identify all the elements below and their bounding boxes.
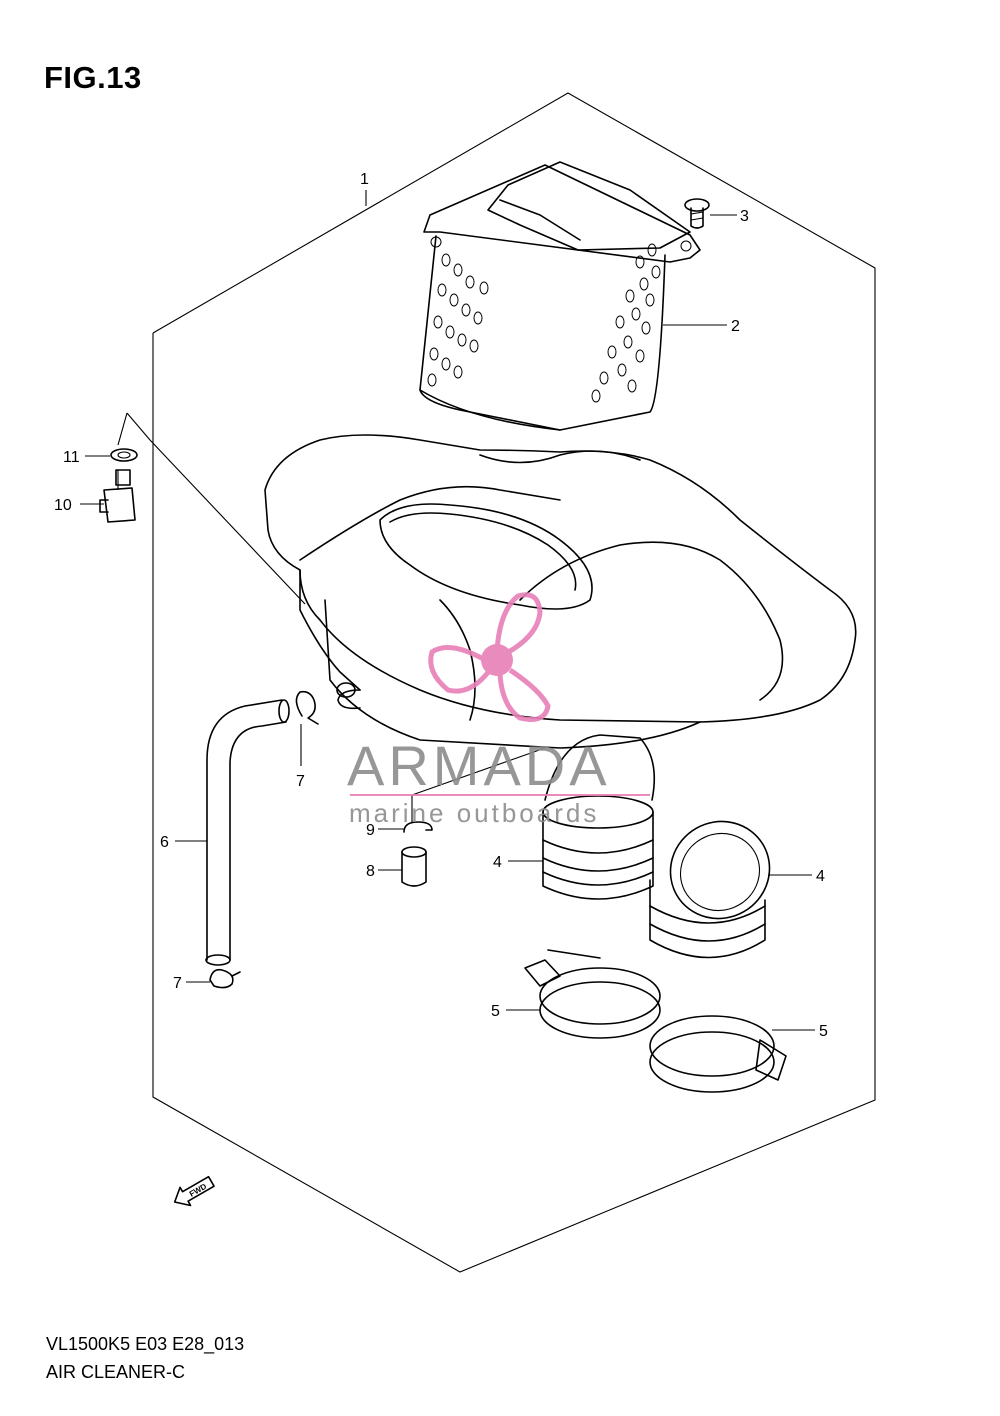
- hose-clamp-lower: [209, 968, 241, 989]
- propeller-hub: [481, 644, 513, 676]
- callout-numbers: 1 2 3 4 4 5 5 6 7 7 8 9 10 11: [54, 171, 828, 1040]
- screw: [684, 198, 710, 229]
- band-clamp-right: [649, 1015, 787, 1093]
- air-cleaner-case: [264, 434, 857, 749]
- assembly-boundary: [152, 92, 876, 1273]
- watermark-tagline: marine outboards: [349, 798, 599, 828]
- intake-boot-left: [542, 734, 656, 900]
- intake-air-temperature-sensor: [99, 469, 136, 523]
- callout-7-lower: 7: [173, 975, 182, 992]
- propeller-logo: [428, 592, 551, 722]
- callout-6: 6: [160, 834, 169, 851]
- callout-5-right: 5: [819, 1023, 828, 1040]
- o-ring: [110, 448, 138, 462]
- intake-boot-right: [649, 820, 771, 959]
- figure-caption: VL1500K5 E03 E28_013 AIR CLEANER-C: [46, 1330, 244, 1386]
- collar: [401, 846, 427, 887]
- armada-watermark: ARMADA marine outboards: [347, 592, 650, 828]
- callout-9: 9: [366, 822, 375, 839]
- callout-11: 11: [63, 449, 80, 466]
- callout-2: 2: [731, 318, 740, 335]
- forward-direction-marker: FWD: [173, 1175, 215, 1207]
- callout-8: 8: [366, 863, 375, 880]
- callout-7-upper: 7: [296, 773, 305, 790]
- figure-title: FIG.13: [44, 60, 142, 95]
- callout-1: 1: [360, 171, 369, 188]
- model-code: VL1500K5 E03 E28_013: [46, 1334, 245, 1354]
- callout-4-left: 4: [493, 854, 502, 871]
- drain-hose: [205, 699, 290, 966]
- callout-4-right: 4: [816, 868, 825, 885]
- air-filter-element: [419, 161, 701, 431]
- sensor-bracket-line: [126, 412, 306, 605]
- callout-3: 3: [740, 208, 749, 225]
- hose-clamp-upper: [295, 690, 319, 766]
- callout-10: 10: [54, 497, 72, 514]
- band-clamp-left: [524, 949, 661, 1039]
- section-name: AIR CLEANER-C: [46, 1362, 186, 1382]
- callout-5-left: 5: [491, 1003, 500, 1020]
- leader-lines: [80, 190, 815, 1031]
- clip: [403, 821, 433, 833]
- watermark-brand: ARMADA: [347, 734, 611, 797]
